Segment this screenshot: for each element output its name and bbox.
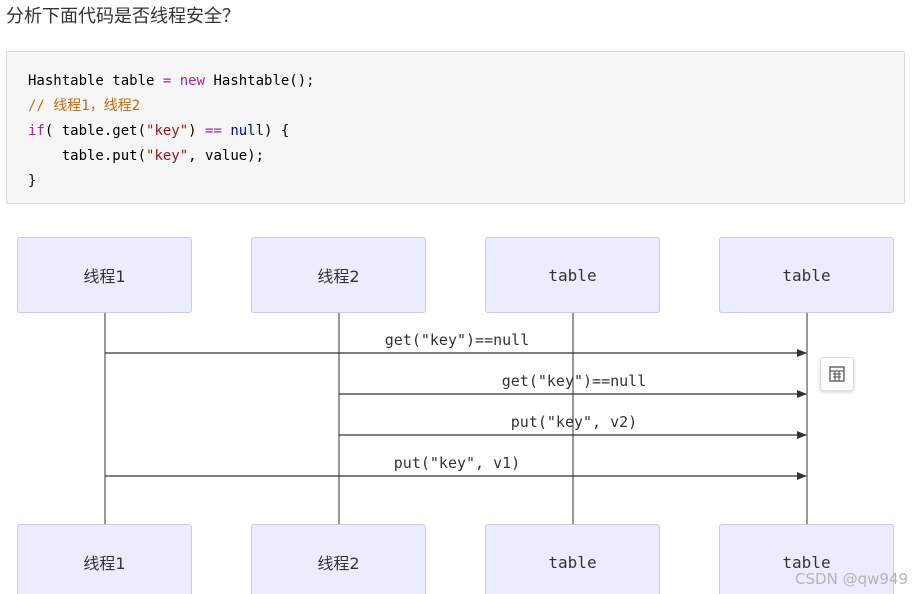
code-operator: = (162, 73, 172, 89)
code-content: Hashtable table = new Hashtable(); // 线程… (28, 69, 315, 194)
code-line-5: } (28, 173, 37, 189)
code-token: Hashtable(); (205, 73, 315, 89)
actor-top-table-b: table (719, 237, 894, 313)
copy-code-button[interactable] (820, 357, 854, 391)
code-operator: == (205, 123, 222, 139)
code-string: "key" (146, 148, 189, 164)
code-keyword: new (171, 73, 206, 89)
code-token: ) { (264, 123, 290, 139)
code-token: ( table.get( (44, 123, 147, 139)
code-token: , value); (188, 148, 265, 164)
code-keyword: if (28, 123, 45, 139)
question-title: 分析下面代码是否线程安全？ (6, 6, 240, 27)
code-line-3: if( table.get("key") == null) { (28, 123, 289, 139)
actor-bottom-table-a: table (485, 524, 660, 594)
message-label-4: put("key", v1) (394, 454, 520, 472)
actor-bottom-table-b: table (719, 524, 894, 594)
watermark: CSDN @qw949 (795, 570, 908, 588)
code-token: table.put( (28, 148, 147, 164)
code-null: null (221, 123, 265, 139)
actor-bottom-thread2: 线程2 (251, 524, 426, 594)
code-string: "key" (146, 123, 189, 139)
actor-top-table-a: table (485, 237, 660, 313)
actor-top-thread2: 线程2 (251, 237, 426, 313)
code-token: ) (188, 123, 206, 139)
copy-code-icon (829, 366, 845, 382)
code-line-2-comment: // 线程1，线程2 (28, 98, 141, 114)
code-line-1: Hashtable table = new Hashtable(); (28, 73, 315, 89)
actor-bottom-thread1: 线程1 (17, 524, 192, 594)
code-token: Hashtable table (28, 73, 163, 89)
actor-top-thread1: 线程1 (17, 237, 192, 313)
code-block: Hashtable table = new Hashtable(); // 线程… (6, 51, 905, 204)
message-label-1: get("key")==null (385, 331, 530, 349)
message-label-3: put("key", v2) (511, 413, 637, 431)
message-label-2: get("key")==null (502, 372, 647, 390)
code-line-4: table.put("key", value); (28, 148, 264, 164)
